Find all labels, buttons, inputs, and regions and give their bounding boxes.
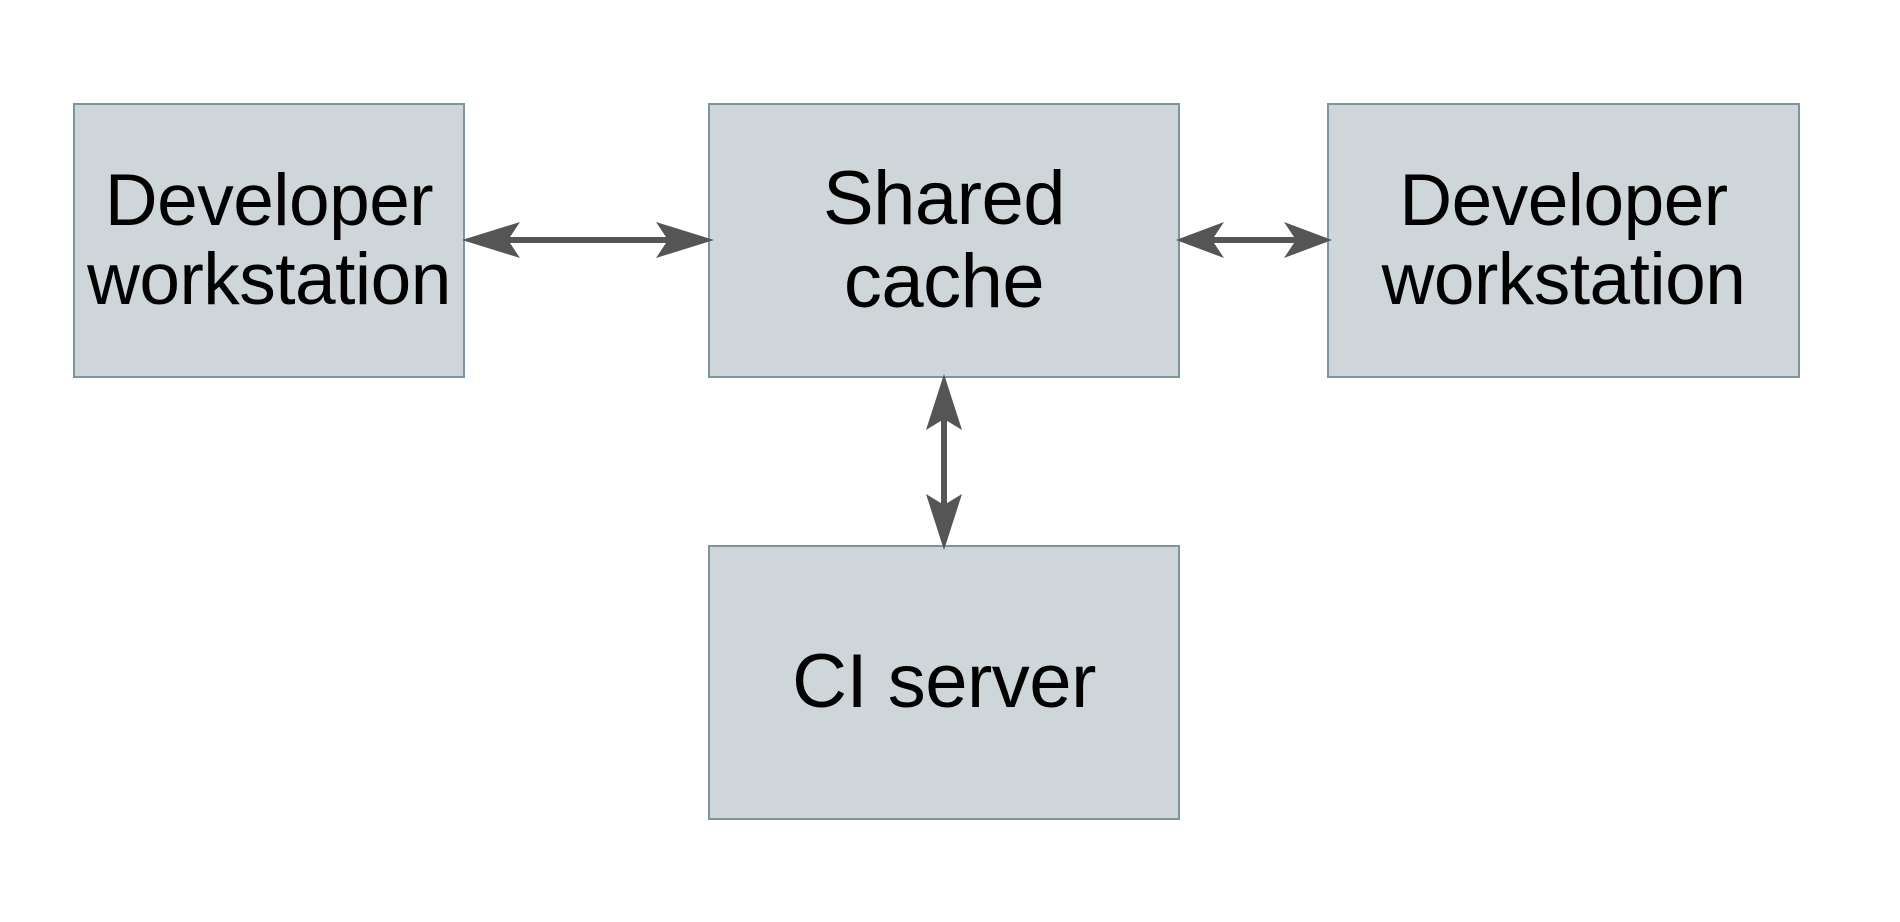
double-arrow-vertical-icon	[926, 374, 962, 550]
node-shared-cache[interactable]: Shared cache	[708, 103, 1180, 378]
node-label: Developer workstation	[87, 159, 451, 320]
node-ci-server[interactable]: CI server	[708, 545, 1180, 820]
node-label: Shared cache	[822, 156, 1066, 324]
double-arrow-horizontal-icon	[462, 222, 714, 258]
edge-cache-to-ci-server	[918, 374, 970, 550]
node-label: CI server	[792, 639, 1096, 725]
double-arrow-horizontal-icon	[1176, 222, 1332, 258]
node-developer-workstation-left[interactable]: Developer workstation	[73, 103, 465, 378]
node-developer-workstation-right[interactable]: Developer workstation	[1327, 103, 1800, 378]
node-label: Developer workstation	[1381, 159, 1746, 320]
edge-cache-to-dev-right	[1176, 215, 1332, 265]
edge-dev-left-to-cache	[462, 215, 714, 265]
